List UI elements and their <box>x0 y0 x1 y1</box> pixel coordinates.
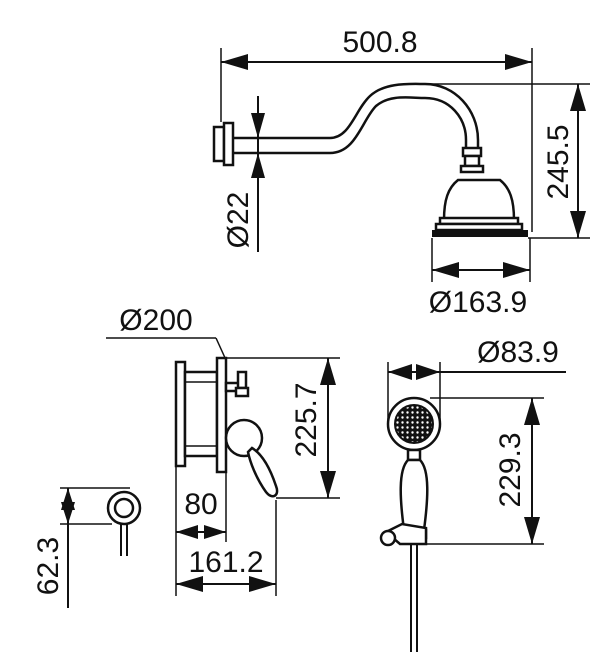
arm-pipe-bottom <box>233 96 468 155</box>
shower-head-bell <box>442 178 516 222</box>
outlet-height-label: 62.3 <box>32 537 65 595</box>
arm-length-label: 500.8 <box>342 26 417 59</box>
wall-outlet-assembly: 62.3 <box>32 487 142 608</box>
handshower-neck <box>406 448 422 462</box>
hand-shower-assembly <box>379 396 442 652</box>
handshower-spray-face <box>394 404 434 444</box>
diverter-knob <box>236 370 248 390</box>
valve-body <box>183 370 219 458</box>
arm-escutcheon <box>222 121 235 167</box>
valve-depth-label: 80 <box>184 488 217 521</box>
shower-arm-assembly <box>212 82 528 237</box>
pipe-diameter-label: Ø22 <box>222 192 255 249</box>
diverter-base <box>234 386 250 398</box>
handshower-length-label: 229.3 <box>494 432 527 507</box>
valve-projection-label: 161.2 <box>188 546 263 579</box>
dimension-valve-projection: 161.2 <box>176 500 277 596</box>
valve-handle-lever <box>246 446 279 498</box>
wall-flange <box>212 125 226 163</box>
arm-pipe-top <box>233 82 480 148</box>
head-face <box>432 230 528 237</box>
dimension-valve-depth: 80 <box>175 466 227 596</box>
handshower-handle <box>399 458 429 532</box>
dimension-handshower-length: 229.3 <box>426 397 544 545</box>
connector-ring <box>459 164 485 174</box>
valve-handle-hub <box>224 418 264 458</box>
dimension-plate-diameter: Ø200 <box>106 304 227 361</box>
dimension-arm-length: 500.8 <box>220 26 533 232</box>
holder-mount <box>379 529 397 547</box>
connector-neck <box>463 154 481 168</box>
valve-height-label: 225.7 <box>290 382 323 457</box>
head-diameter-label: Ø163.9 <box>429 286 527 319</box>
valve-cover-plate <box>215 356 228 474</box>
wall-valve-assembly <box>174 356 279 498</box>
valve-wall-plate-edge <box>174 360 187 468</box>
dimension-head-height: 245.5 <box>425 83 590 239</box>
handshower-diameter-label: Ø83.9 <box>477 336 559 369</box>
dimension-pipe-diameter: Ø22 <box>222 96 266 252</box>
plate-diameter-label: Ø200 <box>119 304 192 337</box>
dimension-head-diameter: Ø163.9 <box>429 238 531 319</box>
dimension-valve-height: 225.7 <box>226 357 340 499</box>
dimension-handshower-diameter: Ø83.9 <box>387 336 566 424</box>
outlet-elbow-inner <box>113 497 135 519</box>
head-rim-2 <box>434 222 524 232</box>
head-height-label: 245.5 <box>542 124 575 199</box>
